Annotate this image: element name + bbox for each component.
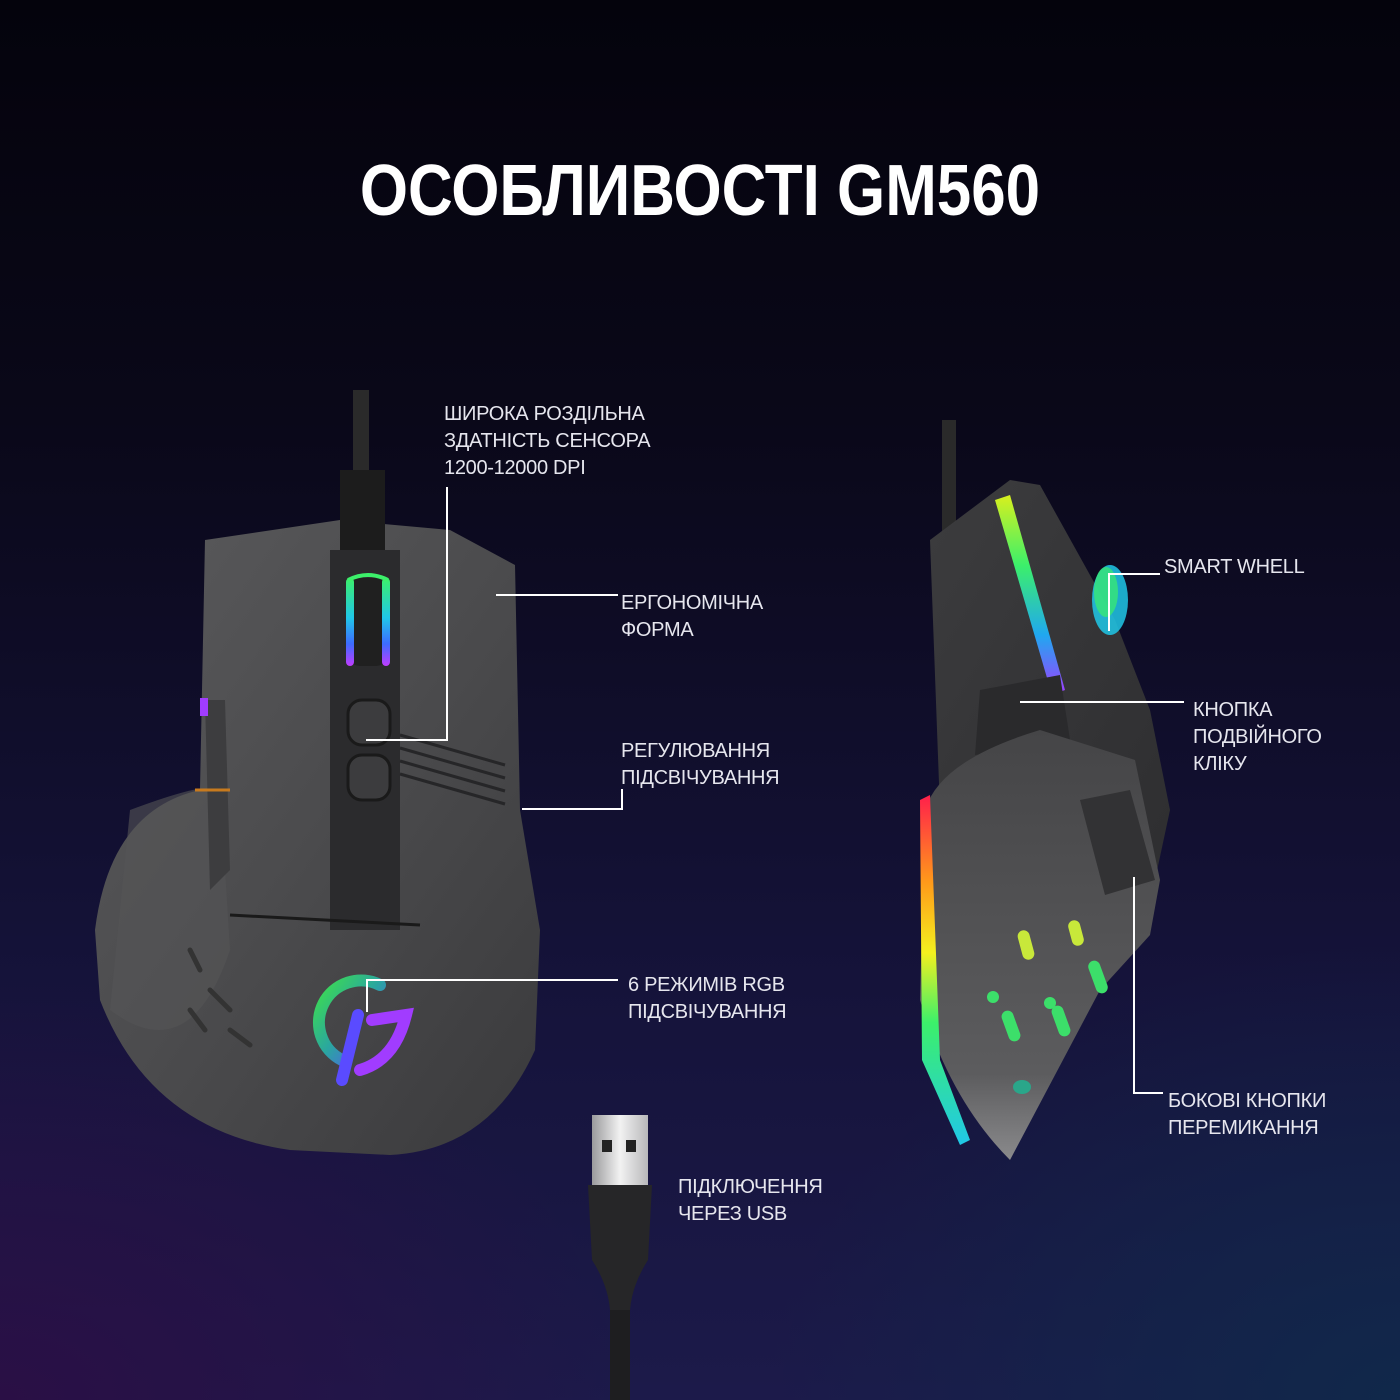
usb-cable-image <box>588 1115 652 1400</box>
feature-label-rgb-modes: 6 РЕЖИМІВ RGB ПІДСВІЧУВАННЯ <box>628 974 787 1023</box>
leader-line-ergonomic <box>496 594 618 596</box>
feature-label-side-buttons: БОКОВІ КНОПКИ ПЕРЕМИКАННЯ <box>1168 1090 1327 1139</box>
leader-line-backlight <box>522 808 623 810</box>
leader-line-smart-wheel <box>1108 573 1160 575</box>
leader-line-rgb <box>366 979 368 1012</box>
leader-line-rgb <box>366 979 618 981</box>
feature-label-smart-wheel: SMART WHELL <box>1164 556 1305 578</box>
mouse-side-view-image <box>920 420 1170 1160</box>
leader-line-backlight <box>621 789 623 809</box>
page-title: ОСОБЛИВОСТІ GM560 <box>359 151 1041 231</box>
leader-line-smart-wheel <box>1108 573 1110 631</box>
leader-line-sensor <box>366 739 448 741</box>
leader-line-double-click <box>1020 701 1184 703</box>
leader-line-sensor <box>446 487 448 740</box>
leader-line-side-buttons <box>1133 1092 1163 1094</box>
feature-label-ergonomic: ЕРГОНОМІЧНА ФОРМА <box>621 592 763 641</box>
feature-label-double-click: КНОПКА ПОДВІЙНОГО КЛІКУ <box>1193 699 1322 775</box>
feature-label-sensor: ШИРОКА РОЗДІЛЬНА ЗДАТНІСТЬ СЕНСОРА 1200-… <box>444 403 651 479</box>
feature-label-backlight-adjust: РЕГУЛЮВАННЯ ПІДСВІЧУВАННЯ <box>621 740 780 789</box>
leader-line-side-buttons <box>1133 877 1135 1093</box>
mouse-top-view-image <box>95 390 540 1155</box>
feature-label-usb: ПІДКЛЮЧЕННЯ ЧЕРЕЗ USB <box>678 1176 823 1225</box>
